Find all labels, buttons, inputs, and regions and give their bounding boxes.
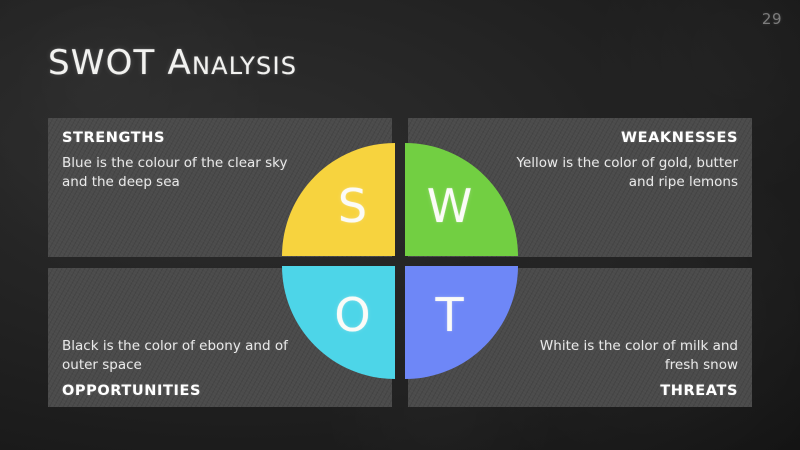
- page-title-main: SWOT: [48, 43, 156, 83]
- quadrant-panel-threats-content: White is the color of milk and fresh sno…: [408, 268, 752, 407]
- quadrant-heading-strengths: STRENGTHS: [62, 130, 166, 146]
- quadrant-heading-opportunities: OPPORTUNITIES: [62, 383, 202, 399]
- quadrant-body-strengths: Blue is the colour of the clear sky and …: [62, 155, 288, 190]
- page-number: 29: [761, 10, 782, 28]
- quadrant-panel-opportunities-content: Black is the color of ebony and of outer…: [48, 268, 392, 407]
- page-title-spacer: [156, 43, 168, 83]
- quadrant-panel-opportunities[interactable]: Black is the color of ebony and of outer…: [48, 268, 392, 407]
- page-title: SWOT Analysis: [48, 43, 297, 83]
- quadrant-heading-threats: THREATS: [660, 383, 738, 399]
- quadrant-body-opportunities: Black is the color of ebony and of outer…: [62, 338, 288, 373]
- page-title-sub: Analysis: [167, 43, 298, 83]
- quadrant-body-weaknesses: Yellow is the color of gold, butter and …: [516, 155, 738, 190]
- quadrant-panel-strengths[interactable]: STRENGTHS Blue is the colour of the clea…: [48, 118, 392, 257]
- quadrant-panel-weaknesses-content: WEAKNESSES Yellow is the color of gold, …: [408, 118, 752, 257]
- quadrant-panel-strengths-content: STRENGTHS Blue is the colour of the clea…: [48, 118, 392, 257]
- quadrant-panel-weaknesses[interactable]: WEAKNESSES Yellow is the color of gold, …: [408, 118, 752, 257]
- quadrant-heading-weaknesses: WEAKNESSES: [621, 130, 738, 146]
- quadrant-panel-threats[interactable]: White is the color of milk and fresh sno…: [408, 268, 752, 407]
- quadrant-body-threats: White is the color of milk and fresh sno…: [539, 338, 738, 373]
